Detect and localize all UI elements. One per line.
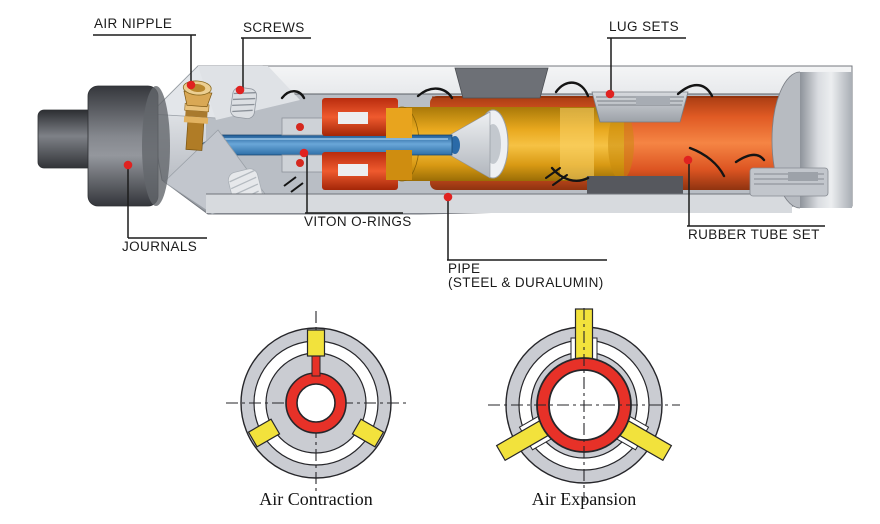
retracted-lugs (247, 329, 385, 448)
label-pipe-line2: (STEEL & DURALUMIN) (448, 275, 604, 290)
tube-stem (311, 354, 321, 377)
caption-air-contraction: Air Contraction (259, 489, 373, 509)
caption-air-expansion: Air Expansion (531, 489, 637, 509)
label-air-nipple: AIR NIPPLE (94, 16, 173, 31)
label-pipe: PIPE (STEEL & DURALUMIN) (448, 262, 604, 290)
dot-journals (123, 160, 133, 170)
dot-air-nipple (186, 80, 196, 90)
label-pipe-line1: PIPE (448, 261, 481, 276)
section-air-expansion (488, 308, 680, 502)
label-lug-sets: LUG SETS (609, 19, 679, 34)
pipe-socket-cone (447, 109, 509, 179)
rubber-tube-hooks (280, 81, 766, 186)
journal-shaft (37, 85, 170, 207)
dot-screws (235, 85, 245, 95)
callout-dots (123, 80, 693, 202)
bottom-shell (206, 193, 792, 213)
screw-top (230, 86, 258, 119)
dot-pipe (443, 192, 453, 202)
lug-set-bottom-right (749, 167, 829, 197)
centerlines (488, 308, 680, 502)
dot-rubber-tube-set (683, 155, 693, 165)
lug-set-top (591, 91, 689, 123)
red-collars (322, 98, 412, 190)
section-air-contraction (226, 311, 406, 495)
dot-viton-o-rings (299, 148, 309, 158)
pipe-gland (281, 117, 331, 193)
label-journals: JOURNALS (122, 239, 198, 254)
dot-lug-sets (605, 89, 615, 99)
callout-lines (93, 34, 825, 261)
top-shell-lug (454, 67, 549, 99)
label-viton-o-rings: VITON O-RINGS (304, 214, 412, 229)
viton-o-ring-bottom (296, 159, 304, 167)
viton-o-ring-top (296, 123, 304, 131)
label-screws: SCREWS (243, 20, 305, 35)
label-rubber-tube-set: RUBBER TUBE SET (688, 227, 820, 242)
